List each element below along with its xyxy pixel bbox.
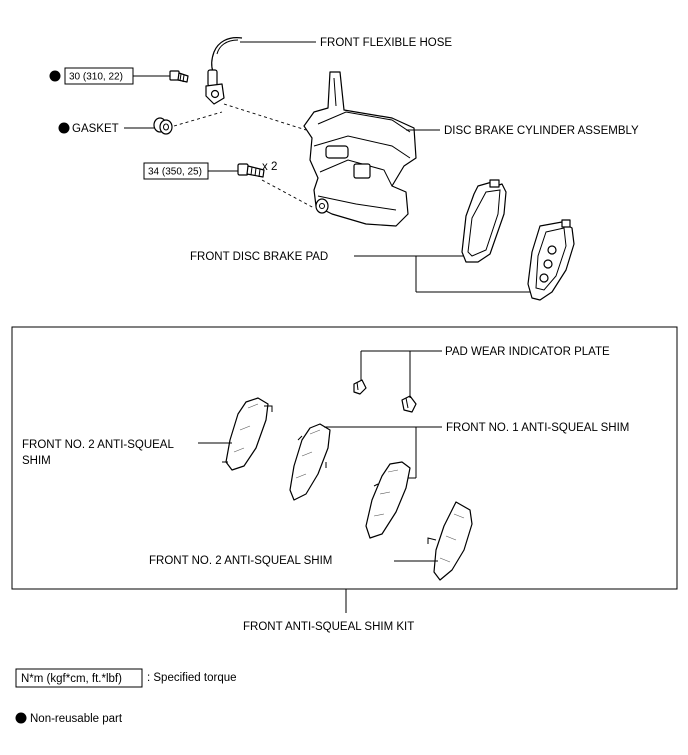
pad-leader (354, 255, 530, 293)
union-bolt (169, 70, 189, 83)
disc-brake-cylinder-assembly (303, 71, 417, 227)
torque-caliper-bolt: 34 (350, 25) (148, 167, 202, 178)
pad-wear-indicator-plate-2 (401, 395, 417, 413)
caliper-bolt (237, 163, 265, 178)
front-no1-anti-squeal-shim-label: FRONT NO. 1 ANTI-SQUEAL SHIM (446, 422, 629, 434)
legend-torque-box (15, 668, 143, 688)
front-disc-brake-pad-outer (527, 219, 575, 301)
front-no2-shim-left-label-1: FRONT NO. 2 ANTI-SQUEAL (22, 439, 174, 451)
non-reusable-dot-icon (49, 70, 61, 82)
front-no1-anti-squeal-shim-lower (365, 461, 411, 539)
shim-kit-frame (11, 326, 678, 590)
front-flexible-hose-label: FRONT FLEXIBLE HOSE (320, 37, 452, 49)
gasket-label: GASKET (72, 123, 119, 135)
torque-union-bolt: 30 (310, 22) (69, 72, 123, 83)
disc-brake-cylinder-assembly-label: DISC BRAKE CYLINDER ASSEMBLY (444, 125, 639, 137)
front-anti-squeal-shim-kit-label: FRONT ANTI-SQUEAL SHIM KIT (243, 621, 414, 633)
non-reusable-dot-icon (15, 712, 27, 724)
front-disc-brake-pad-label: FRONT DISC BRAKE PAD (190, 251, 328, 263)
front-no1-anti-squeal-shim-upper (289, 423, 331, 501)
non-reusable-dot-icon (58, 122, 70, 134)
gasket (153, 117, 173, 135)
front-disc-brake-pad-inner (461, 179, 507, 263)
legend-torque-desc: : Specified torque (147, 672, 237, 684)
quantity-label: x 2 (262, 161, 277, 173)
front-no2-anti-squeal-shim-left (222, 397, 273, 471)
front-flexible-hose (205, 37, 243, 105)
no1-shim-leader (324, 426, 442, 479)
pad-wear-indicator-plate-1 (353, 379, 367, 395)
legend-non-reusable: Non-reusable part (30, 713, 123, 725)
front-no2-shim-left-label-2: SHIM (22, 455, 51, 467)
pad-wear-indicator-plate-label: PAD WEAR INDICATOR PLATE (445, 346, 610, 358)
front-no2-anti-squeal-shim-bottom-label: FRONT NO. 2 ANTI-SQUEAL SHIM (149, 555, 332, 567)
front-no2-anti-squeal-shim-bottom (427, 501, 473, 581)
indicator-leader (360, 350, 442, 398)
legend-torque-units: N*m (kgf*cm, ft.*lbf) (21, 673, 122, 685)
